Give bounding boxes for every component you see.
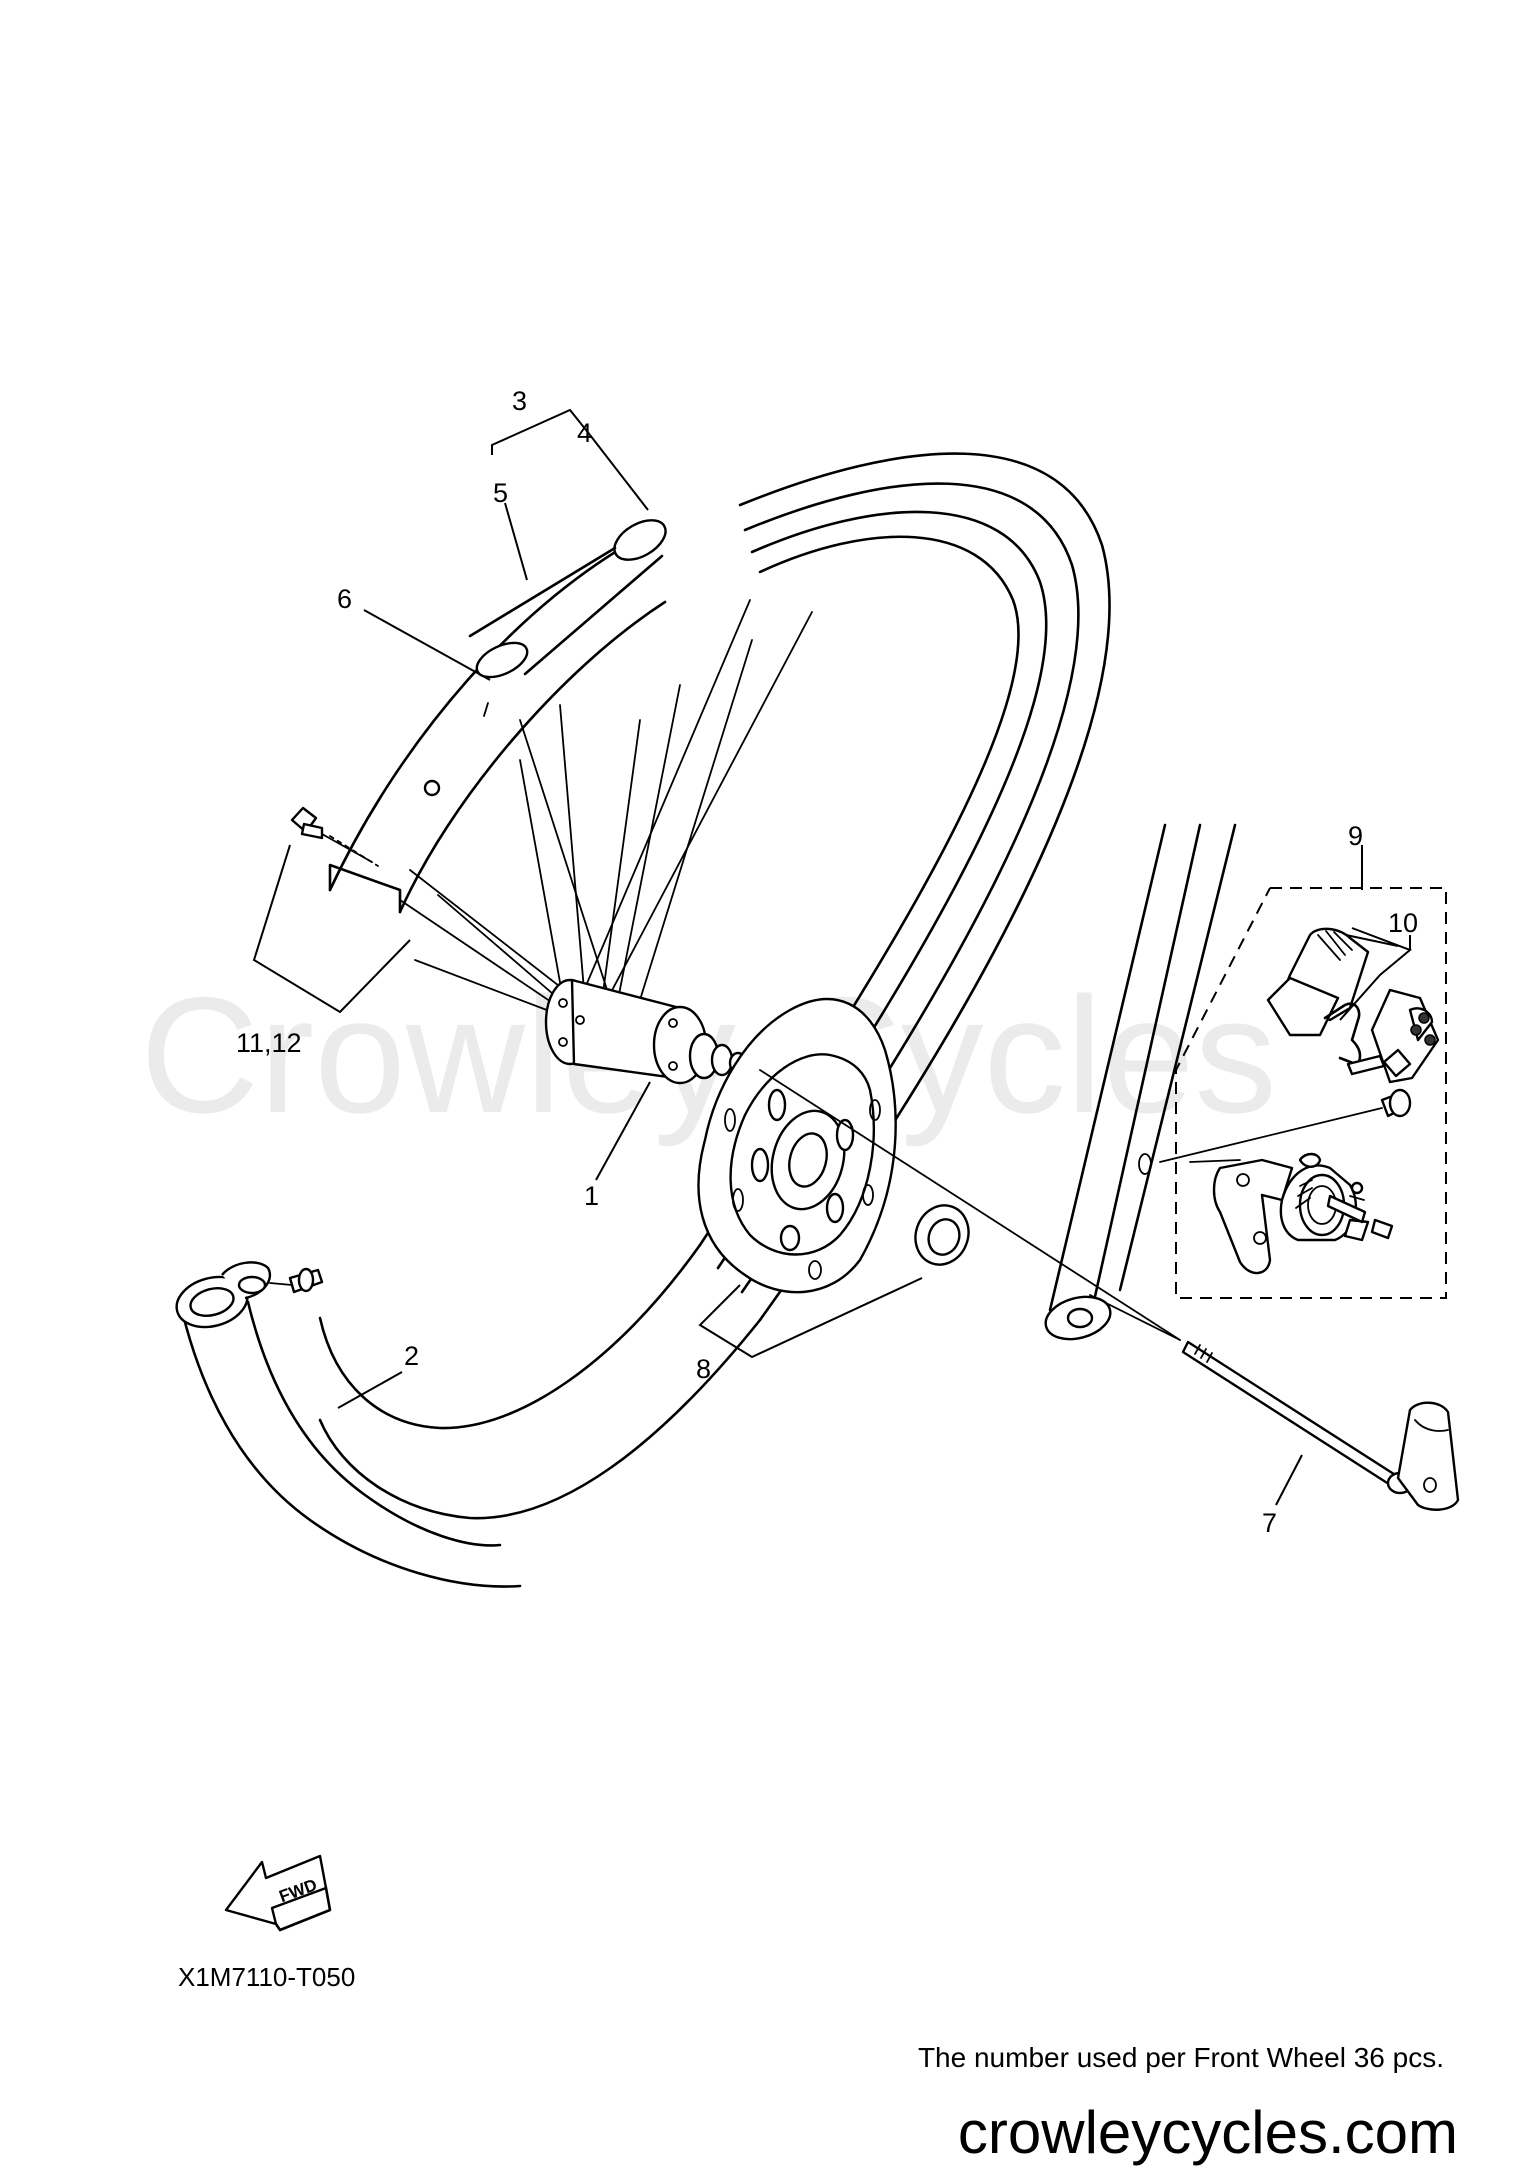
caliper-bolt [1159, 1088, 1412, 1163]
callout-3: 3 [512, 386, 527, 416]
hub [544, 978, 753, 1085]
callout-9: 9 [1348, 821, 1363, 851]
front-fork [1044, 823, 1237, 1341]
rim-strip [328, 519, 667, 914]
website-label: crowleycycles.com [957, 2099, 1458, 2166]
callout-5: 5 [493, 478, 508, 508]
brake-disc [697, 998, 897, 1294]
callout-4: 4 [577, 418, 592, 448]
brake-caliper-assembly [1175, 887, 1447, 1299]
callout-numbers: 3 4 5 6 9 10 11,12 1 2 8 7 [236, 386, 1418, 1538]
spoke-nipple [290, 806, 379, 867]
callout-11-12: 11,12 [236, 1028, 302, 1058]
axle-centerline [759, 1069, 1181, 1341]
callout-6: 6 [337, 584, 352, 614]
callout-1: 1 [584, 1181, 599, 1211]
inner-tube [175, 1261, 522, 1588]
leader-lines [252, 408, 1412, 1506]
callout-7: 7 [1262, 1508, 1277, 1538]
callout-10: 10 [1388, 908, 1418, 938]
callout-8: 8 [696, 1354, 711, 1384]
callout-2: 2 [404, 1341, 419, 1371]
quick-release-axle [1181, 1340, 1460, 1511]
spoke-count-note: The number used per Front Wheel 36 pcs. [917, 2042, 1444, 2073]
spacer-seal [914, 1204, 970, 1266]
fwd-direction-arrow: FWD [224, 1854, 332, 1932]
diagram-code: X1M7110-T050 [178, 1962, 356, 1992]
